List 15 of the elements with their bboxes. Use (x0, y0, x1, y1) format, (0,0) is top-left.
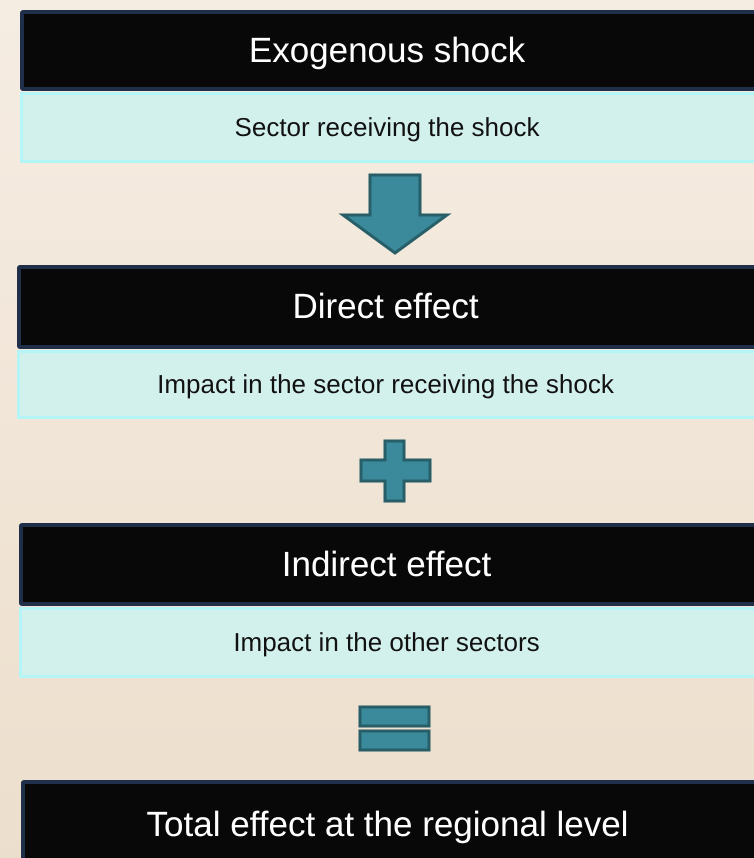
header-box (19, 523, 754, 606)
header-box (21, 780, 754, 858)
box-text: Sector receiving the shock (234, 112, 540, 143)
description-box (17, 350, 754, 419)
box-text: Impact in the other sectors (233, 627, 540, 658)
header-box (20, 10, 754, 91)
header-box (17, 265, 754, 349)
box-text: Exogenous shock (248, 30, 526, 70)
description-box (20, 92, 754, 163)
description-box (19, 607, 754, 678)
box-text: Direct effect (292, 287, 479, 327)
block-arrow (338, 174, 452, 255)
box-text: Total effect at the regional level (146, 805, 628, 845)
box-text: Impact in the sector receiving the shock (157, 369, 614, 400)
box-text: Indirect effect (282, 544, 492, 584)
